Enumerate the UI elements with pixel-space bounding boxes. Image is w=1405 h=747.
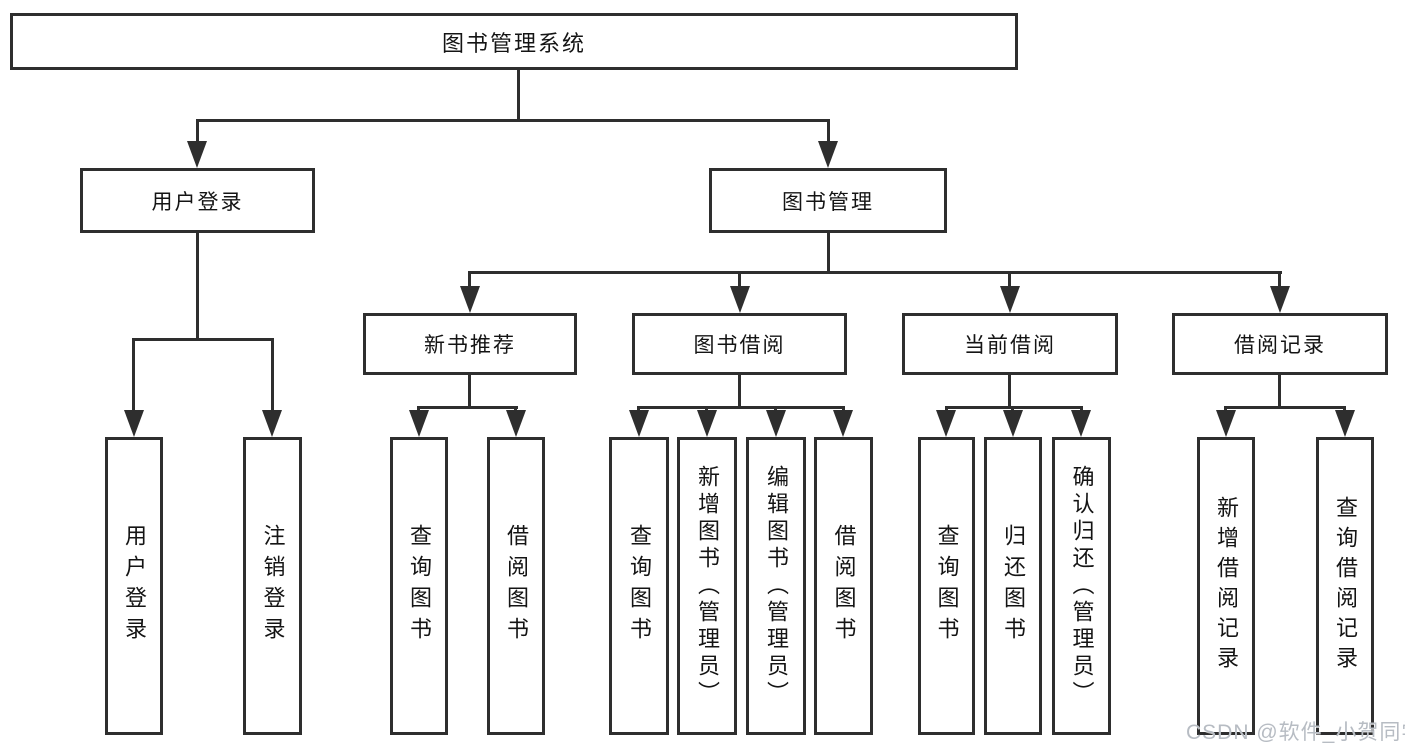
leaf-query-books-borrow: 查询图书 <box>609 437 669 735</box>
connector-line <box>945 406 1083 409</box>
arrow-down-icon <box>1216 410 1236 437</box>
arrow-down-icon <box>262 410 282 437</box>
leaf-query-books-current: 查询图书 <box>918 437 975 735</box>
arrow-down-icon <box>460 286 480 313</box>
connector-line <box>468 375 471 408</box>
arrow-down-icon <box>818 141 838 168</box>
node-book-borrow: 图书借阅 <box>632 313 847 375</box>
leaf-add-borrow-record: 新增借阅记录 <box>1197 437 1255 735</box>
node-new-book-recommend: 新书推荐 <box>363 313 577 375</box>
connector-line <box>417 406 518 409</box>
connector-line <box>1224 406 1346 409</box>
connector-line <box>132 338 135 414</box>
node-library-system: 图书管理系统 <box>10 13 1018 70</box>
connector-line <box>132 338 274 341</box>
leaf-return-books: 归还图书 <box>984 437 1042 735</box>
arrow-down-icon <box>730 286 750 313</box>
arrow-down-icon <box>936 410 956 437</box>
node-current-borrow: 当前借阅 <box>902 313 1118 375</box>
connector-line <box>1278 271 1281 289</box>
connector-line <box>196 119 830 122</box>
node-user-login: 用户登录 <box>80 168 315 233</box>
connector-line <box>738 375 741 408</box>
arrow-down-icon <box>1071 410 1091 437</box>
arrow-down-icon <box>697 410 717 437</box>
arrow-down-icon <box>1270 286 1290 313</box>
node-book-management: 图书管理 <box>709 168 947 233</box>
leaf-confirm-return-admin: 确认归还（管理员） <box>1052 437 1111 735</box>
connector-line <box>738 271 741 289</box>
connector-line <box>1008 271 1011 289</box>
leaf-add-book-admin: 新增图书（管理员） <box>677 437 737 735</box>
connector-line <box>271 338 274 414</box>
arrow-down-icon <box>409 410 429 437</box>
arrow-down-icon <box>1000 286 1020 313</box>
arrow-down-icon <box>629 410 649 437</box>
connector-line <box>1278 375 1281 408</box>
connector-line <box>196 233 199 340</box>
arrow-down-icon <box>1335 410 1355 437</box>
arrow-down-icon <box>506 410 526 437</box>
node-borrow-records: 借阅记录 <box>1172 313 1388 375</box>
leaf-borrow-books-borrow: 借阅图书 <box>814 437 873 735</box>
connector-line <box>468 271 471 289</box>
leaf-query-books-recommend: 查询图书 <box>390 437 448 735</box>
arrow-down-icon <box>766 410 786 437</box>
leaf-query-borrow-record: 查询借阅记录 <box>1316 437 1374 735</box>
arrow-down-icon <box>833 410 853 437</box>
leaf-borrow-books-recommend: 借阅图书 <box>487 437 545 735</box>
connector-line <box>196 119 199 145</box>
leaf-logout: 注销登录 <box>243 437 302 735</box>
connector-line <box>827 233 830 274</box>
connector-line <box>637 406 845 409</box>
connector-line <box>468 271 1282 274</box>
arrow-down-icon <box>187 141 207 168</box>
connector-line <box>517 70 520 121</box>
watermark: CSDN @软件_小贺同学 <box>1186 721 1405 744</box>
leaf-user-login: 用户登录 <box>105 437 163 735</box>
connector-line <box>1008 375 1011 408</box>
arrow-down-icon <box>124 410 144 437</box>
leaf-edit-book-admin: 编辑图书（管理员） <box>746 437 806 735</box>
connector-line <box>827 119 830 145</box>
arrow-down-icon <box>1003 410 1023 437</box>
